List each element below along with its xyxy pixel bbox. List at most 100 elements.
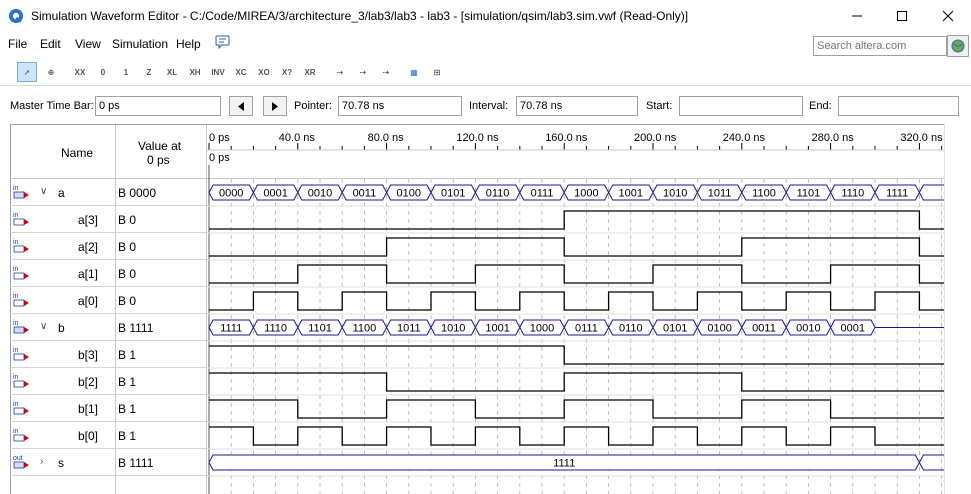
bus-value-label: 1110 xyxy=(841,188,864,200)
chevron-down-icon[interactable]: ∨ xyxy=(40,321,48,332)
signal-row[interactable] xyxy=(10,287,206,314)
input-pin-icon: in xyxy=(13,265,31,281)
search-input[interactable] xyxy=(813,36,947,56)
signal-value: B 0000 xyxy=(118,186,157,200)
signal-row[interactable] xyxy=(10,260,206,287)
clock-icon[interactable]: XO xyxy=(258,67,270,77)
svg-text:in: in xyxy=(13,266,19,273)
minimize-icon[interactable] xyxy=(834,0,880,32)
force-high-icon[interactable]: 1 xyxy=(123,67,129,77)
value-column-header[interactable]: Value at xyxy=(138,139,182,153)
bus-value-label: 0111 xyxy=(531,188,554,200)
svg-text:in: in xyxy=(13,428,19,435)
chat-icon[interactable] xyxy=(215,35,230,49)
bus-value-label: 1100 xyxy=(752,188,776,200)
bus-value-label: 0100 xyxy=(707,323,731,335)
signal-row[interactable] xyxy=(10,395,206,422)
snap-grid-icon[interactable]: ⇢ xyxy=(359,67,367,77)
ruler-time-label: 200.0 ns xyxy=(634,132,677,144)
value-column-header-time: 0 ps xyxy=(147,153,170,167)
svg-text:in: in xyxy=(13,212,19,219)
bus-value-label: 0000 xyxy=(219,188,243,200)
interval-label: Interval: xyxy=(469,100,509,112)
chevron-down-icon[interactable]: ∨ xyxy=(40,186,48,197)
grid-size-icon[interactable]: ⇢ xyxy=(382,67,390,77)
zoom-icon[interactable]: ⊕ xyxy=(47,67,55,77)
overwrite-clock-icon[interactable]: ⊞ xyxy=(433,67,441,77)
bus-value-label: 1010 xyxy=(441,323,465,335)
chevron-right-icon[interactable]: › xyxy=(40,456,44,467)
bus-value-label: 1111 xyxy=(553,458,575,470)
input-pin-icon: in xyxy=(13,346,31,362)
end-field[interactable] xyxy=(838,96,959,116)
count-value-icon[interactable]: XC xyxy=(235,67,247,77)
bus-value-label: 0011 xyxy=(353,188,377,200)
signal-row[interactable] xyxy=(10,314,206,341)
signal-row[interactable] xyxy=(10,449,206,476)
master-time-bar-field[interactable]: 0 ps xyxy=(95,96,221,116)
digital-waveform xyxy=(209,291,944,311)
next-transition-button[interactable] xyxy=(263,96,287,116)
vertical-scrollbar[interactable] xyxy=(944,124,971,494)
bus-value-label: 1111 xyxy=(220,323,242,335)
input-pin-icon: in xyxy=(13,211,31,227)
globe-search-icon[interactable] xyxy=(947,35,969,57)
value-wave-separator xyxy=(206,125,207,494)
name-value-separator xyxy=(115,125,116,494)
unknown-value-icon[interactable]: XX xyxy=(74,67,86,77)
menu-simulation[interactable]: Simulation xyxy=(112,37,169,51)
bus-value-label: 0101 xyxy=(663,323,687,335)
signal-row[interactable] xyxy=(10,422,206,449)
start-label: Start: xyxy=(646,100,673,112)
toolbar xyxy=(0,58,971,86)
signal-row[interactable] xyxy=(10,206,206,233)
dont-care-icon[interactable]: XR xyxy=(304,67,316,77)
signal-value: B 1 xyxy=(118,402,137,416)
high-impedance-icon[interactable]: Z xyxy=(146,67,152,77)
bus-value-label: 0100 xyxy=(397,188,421,200)
digital-waveform xyxy=(209,237,944,257)
signal-value: B 1111 xyxy=(118,456,154,470)
pointer-field[interactable]: 70.78 ns xyxy=(338,96,462,116)
signal-name: a[3] xyxy=(78,213,99,227)
prev-transition-button[interactable] xyxy=(229,96,253,116)
bus-value-label: 1110 xyxy=(264,323,287,335)
ruler-time-label: 240.0 ns xyxy=(723,132,766,144)
random-icon[interactable]: X? xyxy=(281,67,293,77)
ruler-time-label: 120.0 ns xyxy=(456,132,499,144)
bus-value-label: 0110 xyxy=(486,188,510,200)
force-low-icon[interactable]: 0 xyxy=(100,67,106,77)
ruler-time-label: 160.0 ns xyxy=(545,132,588,144)
waveform-grid xyxy=(10,124,944,494)
input-pin-icon: in xyxy=(13,292,31,308)
signal-row[interactable] xyxy=(10,233,206,260)
bus-value-label: 1101 xyxy=(308,323,332,335)
maximize-icon[interactable] xyxy=(879,0,925,32)
signal-value: B 0 xyxy=(118,294,137,308)
pointer-icon[interactable]: ➚ xyxy=(17,62,37,82)
arbitrary-value-icon[interactable]: ⇢ xyxy=(336,67,344,77)
weak-low-icon[interactable]: XL xyxy=(166,67,178,77)
digital-waveform xyxy=(209,345,944,365)
menu-file[interactable]: File xyxy=(8,37,28,51)
ruler-time-label: 280.0 ns xyxy=(812,132,855,144)
menu-edit[interactable]: Edit xyxy=(40,37,61,51)
interval-field[interactable]: 70.78 ns xyxy=(516,96,638,116)
svg-text:out: out xyxy=(13,455,23,462)
menu-help[interactable]: Help xyxy=(176,37,201,51)
sort-icon[interactable]: ▦ xyxy=(410,67,418,77)
close-icon[interactable] xyxy=(925,0,971,32)
input-pin-icon: in xyxy=(13,184,31,200)
pointer-label: Pointer: xyxy=(294,100,332,112)
menu-view[interactable]: View xyxy=(75,37,101,51)
name-column-header[interactable]: Name xyxy=(61,146,94,160)
ruler-time-label: 40.0 ns xyxy=(279,132,316,144)
invert-icon[interactable]: INV xyxy=(211,67,225,77)
header-divider xyxy=(10,178,944,179)
start-field[interactable] xyxy=(679,96,803,116)
signal-row[interactable] xyxy=(10,179,206,206)
signal-row[interactable] xyxy=(10,368,206,395)
signal-row[interactable] xyxy=(10,341,206,368)
weak-high-icon[interactable]: XH xyxy=(189,67,201,77)
